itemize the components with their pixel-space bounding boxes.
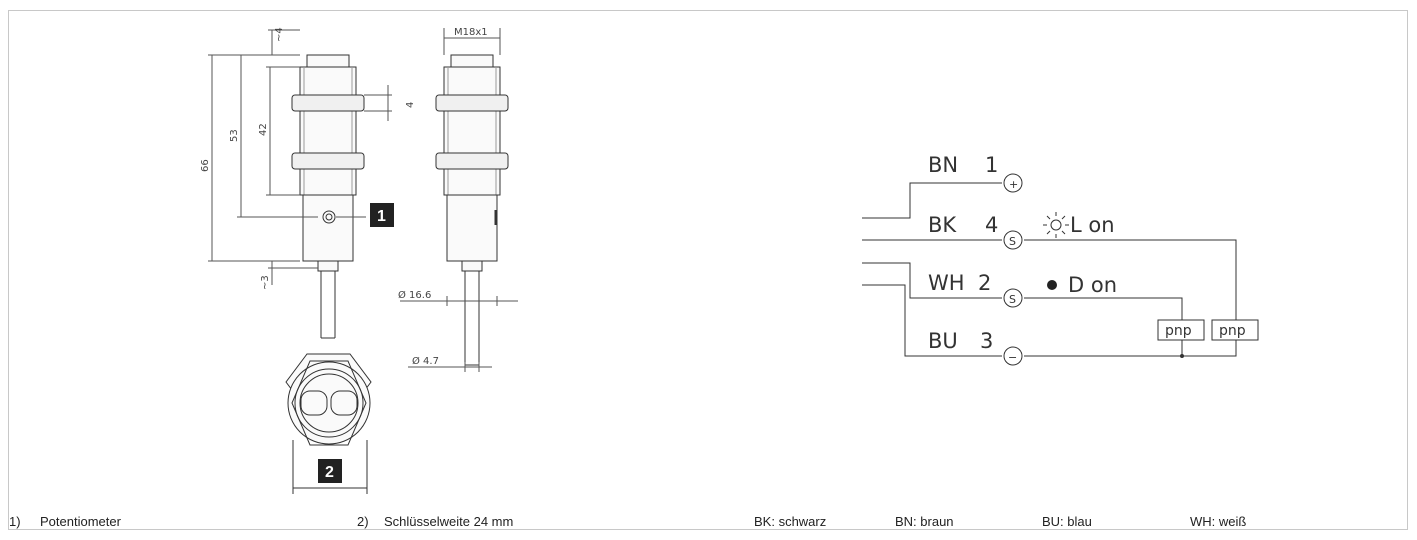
wire-label-wh: WH xyxy=(928,271,965,295)
callout-2-box xyxy=(318,459,342,483)
sensor-front-view xyxy=(285,353,372,494)
legend-bu: BU: blau xyxy=(1042,514,1092,529)
dim-housing-diameter: Ø 16.6 xyxy=(398,289,431,301)
wire-pin-bu: 3 xyxy=(980,329,993,353)
wiring-lines xyxy=(862,173,1259,366)
legend-bk: BK: schwarz xyxy=(754,514,827,529)
wire-label-bu: BU xyxy=(928,329,958,353)
note-1-number: 1) xyxy=(9,514,21,529)
wire-pin-bk: 4 xyxy=(985,213,998,237)
terminal-s-wh: S xyxy=(1009,293,1016,306)
note-2-text: Schlüsselweite 24 mm xyxy=(384,514,514,529)
dim-top-gap: ~4 xyxy=(274,27,285,42)
legend-wh: WH: weiß xyxy=(1190,514,1247,529)
wire-label-bn: BN xyxy=(928,153,958,177)
hex-outline xyxy=(291,360,367,446)
terminal-plus: + xyxy=(1009,178,1018,191)
pnp-output-2: pnp xyxy=(1219,323,1246,339)
legend-bn: BN: braun xyxy=(895,514,954,529)
terminal-minus: − xyxy=(1008,351,1017,364)
light-on-label: L on xyxy=(1070,213,1115,237)
note-1-text: Potentiometer xyxy=(40,514,121,529)
note-2-number: 2) xyxy=(357,514,369,529)
dimension-lines-right xyxy=(400,28,518,372)
wire-label-bk: BK xyxy=(928,213,957,237)
d-on-dot xyxy=(1047,280,1057,290)
terminal-s-bk: S xyxy=(1009,235,1016,248)
junction-dot xyxy=(1180,354,1184,358)
dim-thread-size: M18x1 xyxy=(454,27,488,38)
wire-pin-wh: 2 xyxy=(978,271,991,295)
dim-overall-length: 66 xyxy=(200,159,211,172)
figure-frame xyxy=(8,10,1408,530)
wire-pin-bn: 1 xyxy=(985,153,998,177)
dark-on-label: D on xyxy=(1068,273,1117,297)
sensor-side-view-right xyxy=(435,54,509,366)
callout-2: 2 xyxy=(325,464,334,481)
pnp-output-1: pnp xyxy=(1165,323,1192,339)
dim-bottom-gap: ~3 xyxy=(260,275,271,290)
callout-1-box xyxy=(370,203,394,227)
callout-1: 1 xyxy=(377,208,386,225)
sensor-side-view-left xyxy=(291,54,365,339)
dim-cable-diameter: Ø 4.7 xyxy=(412,355,439,367)
dim-thread-length: 42 xyxy=(258,123,269,136)
dimension-lines-left xyxy=(208,29,392,285)
dim-nut-width: 4 xyxy=(405,102,416,108)
dim-body-length: 53 xyxy=(229,129,240,142)
